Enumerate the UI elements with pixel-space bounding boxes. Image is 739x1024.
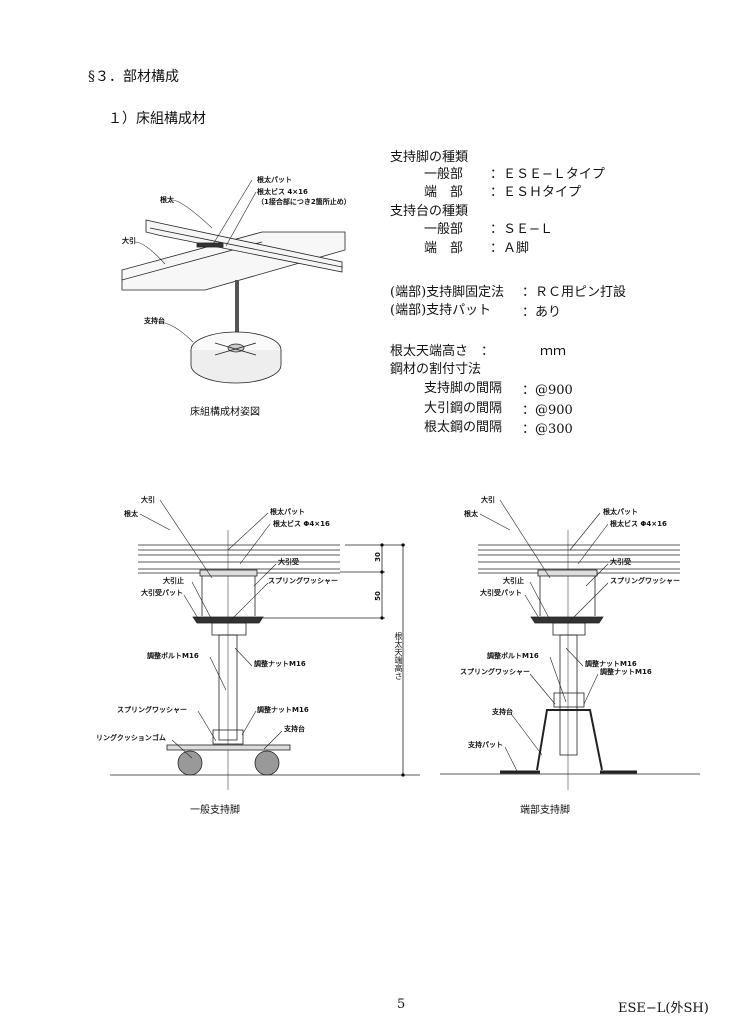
iso-label-base: 支持台 [144,317,165,325]
spec-value: ：あり [522,305,562,320]
iso-label-neda: 根太 [160,196,174,204]
spec-label: (端部)支持パット [390,303,492,318]
spec-label: 支持脚の間隔 [424,381,503,396]
label-spring-washer: スプリングワッシャー [268,577,338,585]
label-ohbiki-uke: 大引受 [278,558,299,566]
spec-value: ：@900 [522,383,573,398]
iso-label-screw-note: （1接合部につき2箇所止め） [257,198,351,206]
label-neda: 根太 [124,510,138,518]
label-neda-screw: 根太ビス Φ4×16 [610,520,667,528]
section-title: §３．部材構成 [88,69,179,85]
end-leg-drawing [440,499,700,790]
label-ohbiki: 大引 [481,496,495,504]
end-leg-caption: 端部支持脚 [520,805,570,816]
spec-value: ：ＥＳＨタイプ [490,185,582,200]
label-neda-pad: 根太パット [603,508,638,516]
spec-value: ：@300 [522,422,573,437]
label-nut: 調整ナットM16 [254,660,306,668]
subsection-title: １）床組構成材 [108,111,206,127]
spec-label: 一般部 [424,222,464,237]
label-bolt: 調整ボルトM16 [487,652,539,660]
label-nut: 調整ナットM16 [585,660,637,668]
spec-heading: 支持脚の種類 [390,150,469,165]
label-bolt: 調整ボルトM16 [147,652,199,660]
label-spring-washer: スプリングワッシャー [610,577,680,585]
label-rubber: リングクッションゴム [96,734,166,742]
dimension-height-label: 根太天端高さ [394,632,403,680]
label-spring-washer: スプリングワッシャー [117,706,187,714]
label-base: 支持台 [492,708,513,716]
label-spring-washer: スプリングワッシャー [460,668,530,676]
label-ohbiki-uke-pad: 大引受パット [480,589,522,597]
page-number: 5 [397,997,406,1012]
general-leg-caption: 一般支持脚 [190,805,240,816]
document-code: ESE−L(外SH) [618,1001,709,1016]
label-ohbiki-uke: 大引受 [610,558,631,566]
label-ohbiki-stop: 大引止 [163,577,184,585]
iso-caption: 床組構成材姿図 [190,407,260,418]
spec-label: 根太天端高さ ： [390,344,495,359]
iso-label-ohbiki: 大引 [122,237,136,245]
spec-value: ：ＲＣ用ピン打設 [522,285,627,300]
spec-value: ：ＥＳＥ−Ｌタイプ [490,167,605,182]
label-ohbiki-uke-pad: 大引受パット [141,589,183,597]
spec-label: 一般部 [424,167,464,182]
label-neda-screw: 根太ビス Φ4×16 [273,520,330,528]
dimension-30: 30 [373,552,382,562]
iso-drawing [121,219,346,384]
label-neda: 根太 [464,510,478,518]
iso-label-neda-pad: 根太パット [257,176,292,184]
spec-value: ：Ａ脚 [490,241,530,256]
label-neda-pad: 根太パット [270,508,305,516]
spec-heading: 鋼材の割付寸法 [390,362,482,377]
spec-value: ：ＳＥ−Ｌ [490,222,553,237]
spec-label: (端部)支持脚固定法 [390,285,505,300]
label-ohbiki-stop: 大引止 [503,577,524,585]
label-pad: 支持パット [468,741,503,749]
general-leg-drawing [110,499,420,790]
label-nut: 調整ナットM16 [257,706,309,714]
dimension-50: 50 [373,591,382,601]
iso-label-neda-screw: 根太ビス 4×16 [257,188,308,196]
label-ohbiki: 大引 [141,496,155,504]
spec-label: 端 部 [424,185,464,200]
spec-label: 根太鋼の間隔 [424,420,503,435]
spec-heading: 支持台の種類 [390,204,469,219]
spec-label: 端 部 [424,241,464,256]
label-base: 支持台 [284,725,305,733]
spec-value: ：@900 [522,403,573,418]
spec-label: 大引鋼の間隔 [424,401,503,416]
label-nut: 調整ナットM16 [600,668,652,676]
spec-value: ｍｍ [540,344,567,359]
